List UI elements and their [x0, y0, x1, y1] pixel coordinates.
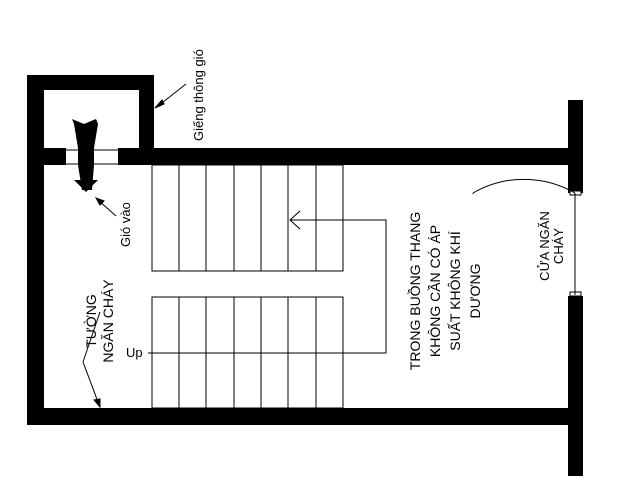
- walls: [27, 75, 583, 476]
- fire-wall-label-line1: TƯỜNG: [83, 294, 99, 348]
- fire-door-label-line2: CHÁY: [551, 228, 566, 264]
- air-in-label: Gió vào: [118, 202, 133, 247]
- up-label: Up: [126, 345, 143, 360]
- stair-note-line4: DƯƠNG: [467, 263, 483, 318]
- vent-shaft-label: Giếng thông gió: [191, 49, 206, 141]
- wall-top-main: [118, 148, 583, 165]
- wall-right-upper: [568, 100, 583, 193]
- stair-flight-upper: [151, 164, 344, 272]
- fire-door-label-line1: CỬA NGĂN: [537, 211, 552, 281]
- stair-note-line3: SUẤT KHÔNG KHÍ: [447, 231, 463, 351]
- stair-note-line1: TRONG BUỒNG THANG: [406, 212, 423, 370]
- stair-walkline: [148, 210, 387, 354]
- fire-wall-label-line2: NGĂN CHÁY: [100, 279, 116, 363]
- stair-note-line2: KHÔNG CẦN CÓ ÁP: [427, 225, 443, 357]
- shaft-wall-right: [139, 75, 154, 165]
- wall-bottom: [27, 408, 583, 425]
- wall-left: [27, 75, 44, 425]
- shaft-wall-top: [27, 75, 154, 90]
- leaders: [82, 83, 187, 409]
- fire-door-icon: [472, 178, 582, 297]
- air-flow-arrow-icon: [72, 119, 98, 192]
- wall-right-lower: [568, 296, 583, 476]
- wall-top-left-segment: [27, 148, 66, 165]
